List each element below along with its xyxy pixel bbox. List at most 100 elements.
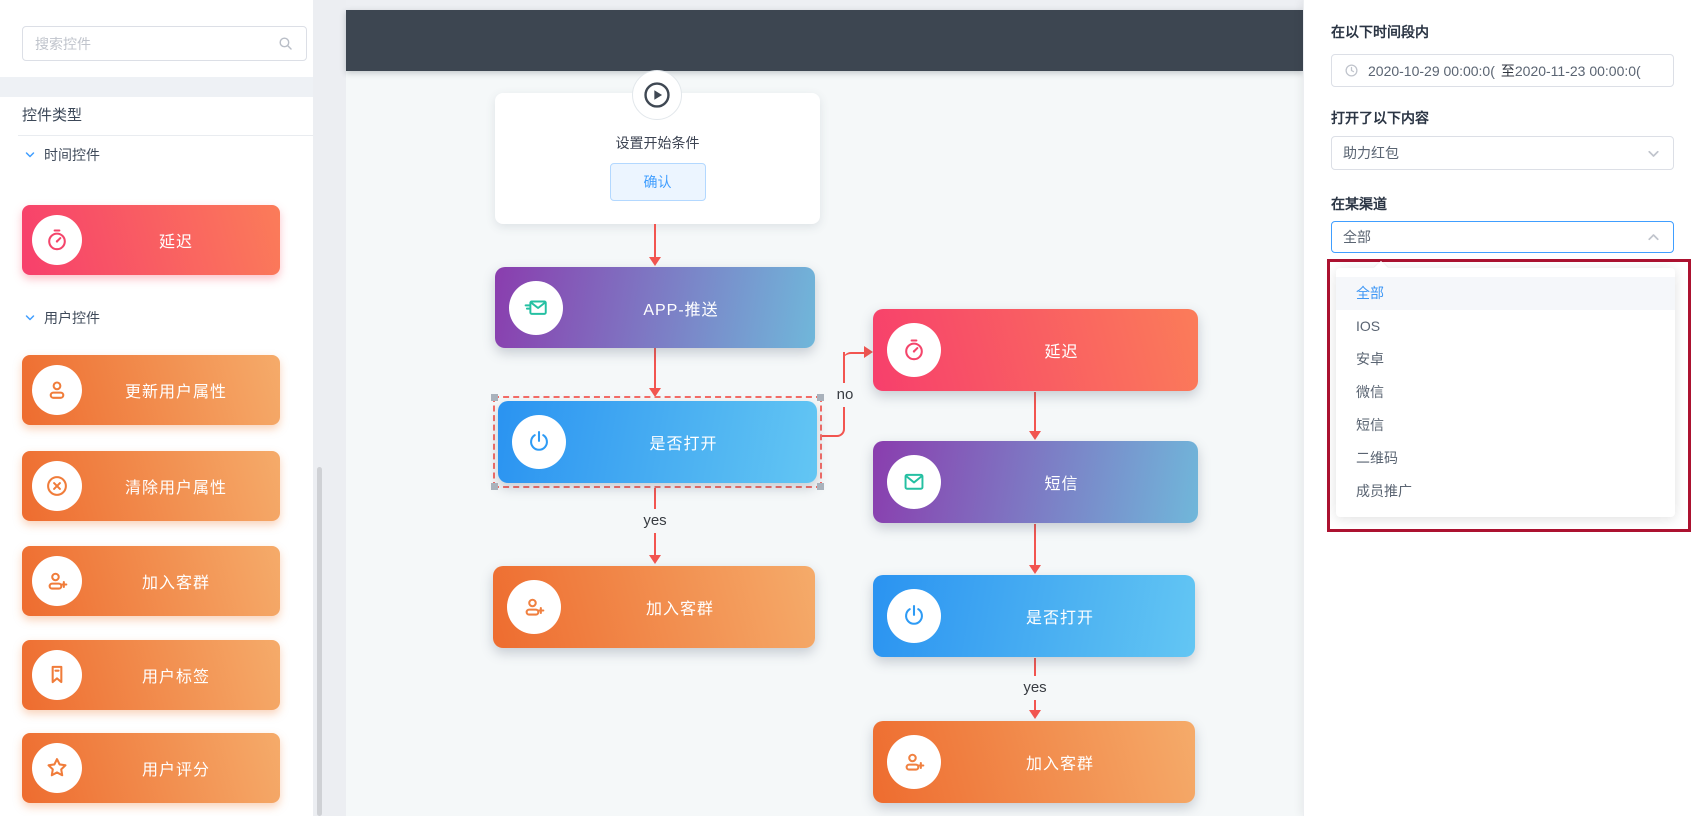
sidebar-group-label: 时间控件 bbox=[44, 147, 100, 163]
divider bbox=[18, 135, 313, 136]
user-plus-icon bbox=[887, 735, 941, 789]
node-app-push[interactable]: APP-推送 bbox=[495, 267, 815, 348]
node-label: 是否打开 bbox=[649, 436, 718, 453]
arrowhead bbox=[1029, 565, 1041, 574]
channel-select[interactable]: 全部 bbox=[1331, 221, 1674, 253]
node-label: 加入客群 bbox=[1025, 756, 1094, 773]
node-label: 是否打开 bbox=[1025, 610, 1094, 627]
canvas-header-bar bbox=[346, 10, 1303, 71]
edge-label-no: no bbox=[827, 383, 863, 407]
node-join-group-2[interactable]: 加入客群 bbox=[873, 721, 1195, 803]
node-label: 短信 bbox=[1044, 476, 1079, 493]
node-sms[interactable]: 短信 bbox=[873, 441, 1198, 523]
search-input[interactable] bbox=[35, 35, 277, 52]
search-input-wrapper[interactable] bbox=[22, 26, 307, 61]
content-select-value: 助力红包 bbox=[1343, 145, 1399, 161]
power-icon bbox=[512, 415, 566, 469]
user-plus-icon bbox=[507, 580, 561, 634]
chevron-down-icon bbox=[25, 152, 35, 158]
dropdown-option-sms[interactable]: 短信 bbox=[1356, 417, 1384, 433]
sidebar-gutter bbox=[313, 0, 346, 816]
widget-user-score[interactable]: 用户评分 bbox=[22, 733, 280, 803]
channel-dropdown: 全部 IOS 安卓 微信 短信 二维码 成员推广 bbox=[1336, 260, 1675, 517]
node-join-group[interactable]: 加入客群 bbox=[493, 566, 815, 648]
arrowhead bbox=[1029, 710, 1041, 719]
star-icon bbox=[32, 743, 82, 793]
chevron-up-icon bbox=[1648, 233, 1659, 240]
dropdown-option-wechat[interactable]: 微信 bbox=[1356, 384, 1384, 400]
resize-handle[interactable] bbox=[491, 483, 498, 490]
resize-handle[interactable] bbox=[491, 394, 498, 401]
selected-node-outline: 是否打开 bbox=[491, 394, 824, 490]
node-is-opened[interactable]: 是否打开 bbox=[498, 401, 817, 483]
scrollbar-thumb[interactable] bbox=[317, 467, 322, 816]
edge-label-yes: yes bbox=[1013, 676, 1057, 700]
sidebar-group-user[interactable]: 用户控件 bbox=[24, 308, 100, 328]
arrowhead bbox=[649, 257, 661, 266]
widget-label: 清除用户属性 bbox=[124, 480, 227, 497]
node-label: 加入客群 bbox=[645, 601, 714, 618]
sidebar-group-time[interactable]: 时间控件 bbox=[24, 145, 100, 165]
connector-line bbox=[654, 348, 656, 389]
content-label: 打开了以下内容 bbox=[1331, 110, 1429, 126]
chevron-down-icon bbox=[25, 315, 35, 321]
mail-icon bbox=[887, 455, 941, 509]
time-separator: 至 bbox=[1500, 62, 1515, 79]
connector-elbow bbox=[843, 352, 865, 364]
start-node-title: 设置开始条件 bbox=[615, 135, 700, 151]
circle-x-icon bbox=[32, 461, 82, 511]
sidebar-separator-band bbox=[0, 77, 313, 97]
sidebar-group-label: 用户控件 bbox=[44, 310, 100, 326]
stopwatch-icon bbox=[32, 215, 82, 265]
arrowhead bbox=[649, 555, 661, 564]
connector-line bbox=[1034, 392, 1036, 432]
dropdown-option-ios[interactable]: IOS bbox=[1356, 318, 1381, 334]
dropdown-option-all[interactable]: 全部 bbox=[1336, 277, 1675, 310]
user-icon bbox=[32, 365, 82, 415]
confirm-button[interactable]: 确认 bbox=[609, 163, 706, 201]
time-end-value: 2020-11-23 00:00:0( bbox=[1514, 62, 1641, 79]
resize-handle[interactable] bbox=[817, 483, 824, 490]
settings-panel: 在以下时间段内 2020-10-29 00:00:0( 至 2020-11-23… bbox=[1303, 0, 1693, 816]
dropdown-option-member-promo[interactable]: 成员推广 bbox=[1356, 483, 1412, 499]
user-plus-icon bbox=[32, 556, 82, 606]
dropdown-caret bbox=[1373, 260, 1389, 276]
widget-sidebar: 控件类型 时间控件 延迟 用户控件 更新用户属性 bbox=[0, 0, 313, 816]
channel-label: 在某渠道 bbox=[1331, 196, 1387, 212]
arrowhead bbox=[1029, 431, 1041, 440]
time-range-label: 在以下时间段内 bbox=[1331, 24, 1429, 40]
sidebar-title: 控件类型 bbox=[22, 107, 83, 124]
widget-label: 用户标签 bbox=[141, 669, 210, 686]
clock-icon bbox=[1345, 64, 1358, 77]
widget-label: 加入客群 bbox=[141, 575, 210, 592]
dropdown-option-android[interactable]: 安卓 bbox=[1356, 351, 1384, 367]
resize-handle[interactable] bbox=[817, 394, 824, 401]
connector-line bbox=[654, 224, 656, 258]
power-icon bbox=[887, 589, 941, 643]
edge-label-yes: yes bbox=[633, 509, 677, 533]
arrowhead bbox=[864, 346, 873, 358]
widget-clear-user-attr[interactable]: 清除用户属性 bbox=[22, 451, 280, 521]
node-delay[interactable]: 延迟 bbox=[873, 309, 1198, 391]
highlight-red-box: 全部 IOS 安卓 微信 短信 二维码 成员推广 bbox=[1327, 259, 1691, 532]
widget-update-user-attr[interactable]: 更新用户属性 bbox=[22, 355, 280, 425]
widget-label: 延迟 bbox=[158, 234, 193, 251]
flow-canvas[interactable]: 设置开始条件 确认 yes no yes APP-推送 bbox=[346, 0, 1303, 816]
time-range-input[interactable]: 2020-10-29 00:00:0( 至 2020-11-23 00:00:0… bbox=[1331, 54, 1674, 87]
connector-line bbox=[1034, 524, 1036, 566]
node-is-opened-2[interactable]: 是否打开 bbox=[873, 575, 1195, 657]
widget-join-group[interactable]: 加入客群 bbox=[22, 546, 280, 616]
content-select[interactable]: 助力红包 bbox=[1331, 136, 1674, 170]
widget-user-tag[interactable]: 用户标签 bbox=[22, 640, 280, 710]
bookmark-icon bbox=[32, 650, 82, 700]
widget-label: 用户评分 bbox=[141, 762, 210, 779]
send-message-icon bbox=[509, 280, 563, 335]
node-label: APP-推送 bbox=[643, 301, 719, 319]
stopwatch-icon bbox=[887, 323, 941, 377]
widget-label: 更新用户属性 bbox=[124, 384, 227, 401]
dropdown-option-qrcode[interactable]: 二维码 bbox=[1356, 450, 1398, 466]
play-icon bbox=[632, 70, 682, 120]
widget-delay[interactable]: 延迟 bbox=[22, 205, 280, 275]
channel-select-value: 全部 bbox=[1343, 229, 1371, 245]
search-icon bbox=[279, 37, 292, 50]
